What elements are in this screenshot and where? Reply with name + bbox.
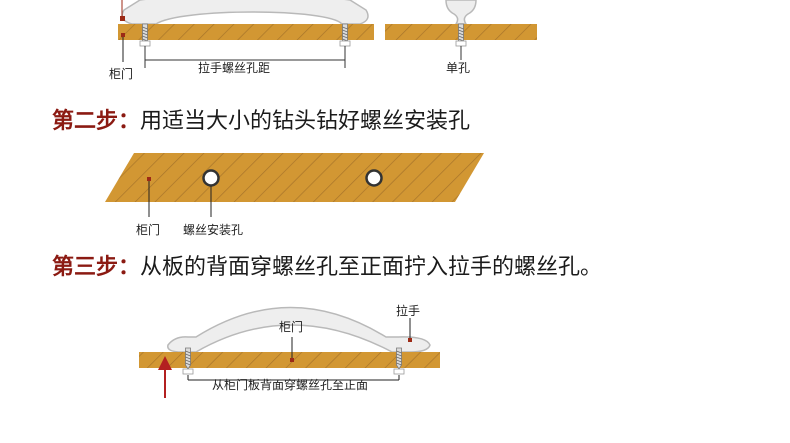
top-screw-head-right [339,40,351,47]
step3-screw-left [185,347,191,370]
install-hole-label: 螺丝安装孔 [183,222,243,237]
top-door-board [118,24,374,40]
step3-text: 从板的背面穿螺丝孔至正面拧入拉手的螺丝孔。 [140,255,603,280]
step3-screw-right [396,347,402,370]
single-hole-label: 单孔 [446,61,470,75]
step2-door-marker [147,177,151,181]
step3-lead: 第三步： [52,255,141,280]
handle-label: 拉手 [396,303,420,318]
through-label: 从柜门板背面穿螺丝孔至正面 [212,377,368,392]
single-hole-diagram: 单孔 [385,0,537,75]
handle-marker [408,338,412,342]
step3-diagram: 拉手 柜门 从柜门板背面穿螺丝孔至正面 [139,303,440,398]
hole-distance-label: 拉手螺丝孔距 [198,60,270,75]
single-knob [445,0,477,25]
step2-heading: 第二步：用适当大小的钻头钻好螺丝安装孔 [52,109,470,135]
top-screw-head-left [139,40,151,47]
top-marker-upper [120,16,125,21]
top-handle-arch [121,0,369,25]
step2-diagram: 柜门 螺丝安装孔 [105,153,484,237]
step2-text: 用适当大小的钻头钻好螺丝安装孔 [140,109,471,134]
step2-door-label: 柜门 [136,222,160,237]
top-door-label: 柜门 [109,66,133,81]
top-handle-diagram: 柜门 拉手螺丝孔距 [109,0,374,81]
step3-heading: 第三步：从板的背面穿螺丝孔至正面拧入拉手的螺丝孔。 [52,255,602,281]
top-door-marker [121,33,125,37]
install-hole-right [365,169,383,187]
step2-lead: 第二步： [52,109,141,134]
step3-handle-arch [167,306,431,353]
step3-door-board [139,352,440,368]
install-hole-left [202,169,220,187]
step2-door-board [105,153,484,202]
step3-door-label: 柜门 [279,319,303,334]
insert-arrow-head [158,356,172,370]
step3-door-marker [290,358,294,362]
